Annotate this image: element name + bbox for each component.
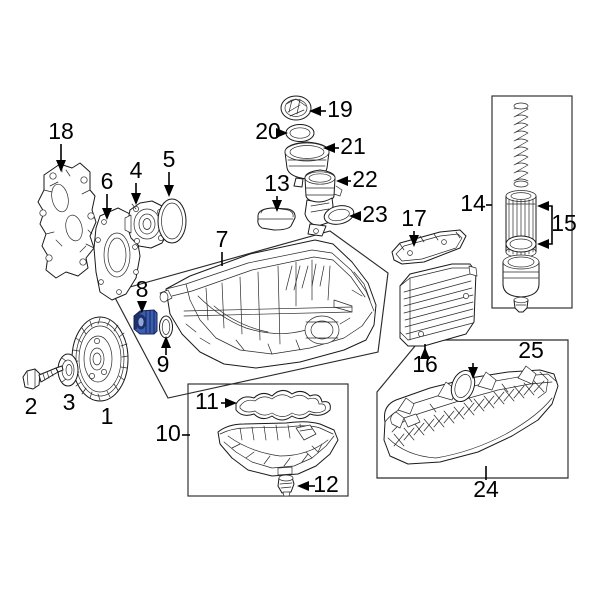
callout-label-19: 19	[327, 96, 353, 122]
callout-label-8: 8	[136, 276, 149, 302]
part-crankshaft-pulley-damper	[71, 316, 129, 402]
callout-label-18: 18	[48, 118, 74, 144]
part-upper-oil-pan	[159, 239, 377, 369]
part-oil-drain-plug	[277, 474, 295, 497]
callout-label-9: 9	[157, 351, 170, 377]
part-oil-filler-tube	[304, 169, 343, 237]
callout-label-10: 10	[155, 420, 181, 446]
callout-label-5: 5	[163, 146, 176, 172]
callout-label-11: 11	[195, 388, 219, 414]
part-oil-pump-o-ring	[157, 198, 187, 244]
part-engine-oil-cooler	[399, 263, 478, 347]
callout-box-oil-pan	[111, 230, 389, 399]
callout-label-22: 22	[352, 166, 378, 192]
part-lower-oil-pan	[217, 421, 339, 477]
part-lower-oil-pan-gasket	[235, 390, 331, 421]
callout-label-6: 6	[101, 168, 114, 194]
callout-label-21: 21	[340, 133, 366, 159]
callout-label-20: 20	[255, 118, 281, 144]
callout-label-14: 14	[460, 190, 486, 216]
leader-lines	[56, 106, 553, 491]
part-oil-filter-o-ring	[505, 235, 537, 253]
part-pulley-bolt	[22, 365, 64, 390]
callout-label-23: 23	[362, 201, 388, 227]
callout-label-7: 7	[216, 226, 229, 252]
part-oil-filter-assembly	[502, 102, 540, 313]
callout-label-25: 25	[518, 337, 544, 363]
part-oil-cooler-gasket	[391, 229, 467, 265]
part-baffle-o-ring	[450, 370, 476, 402]
callout-label-4: 4	[130, 157, 143, 183]
part-oil-filler-cap-seal	[285, 124, 315, 142]
part-oil-pan-drain-plug-seal-highlighted[interactable]	[133, 309, 158, 335]
part-oil-filler-cap	[280, 95, 312, 121]
callout-label-2: 2	[25, 393, 38, 419]
callout-label-16: 16	[412, 351, 438, 377]
part-oil-filler-seal-pad	[257, 207, 296, 231]
part-oil-baffle-windage-tray	[383, 365, 559, 465]
callout-box-baffle	[376, 339, 569, 479]
callout-box-oil-filter	[491, 95, 573, 309]
part-oil-pump-housing	[37, 162, 97, 279]
callout-labels: 1 2 3 4 5 6 7 8 9 10 11 12 13 14 15 16 1…	[25, 96, 577, 502]
callout-box-lower-pan	[187, 383, 349, 497]
callout-label-13: 13	[264, 170, 290, 196]
callout-label-24: 24	[473, 476, 499, 502]
part-filler-tube-o-ring	[323, 205, 355, 225]
callout-label-17: 17	[401, 205, 427, 231]
callout-label-12: 12	[313, 471, 339, 497]
callout-label-1: 1	[101, 403, 114, 429]
callout-label-15: 15	[551, 210, 577, 236]
part-drain-plug-gasket	[159, 315, 173, 339]
callout-label-3: 3	[63, 389, 76, 415]
